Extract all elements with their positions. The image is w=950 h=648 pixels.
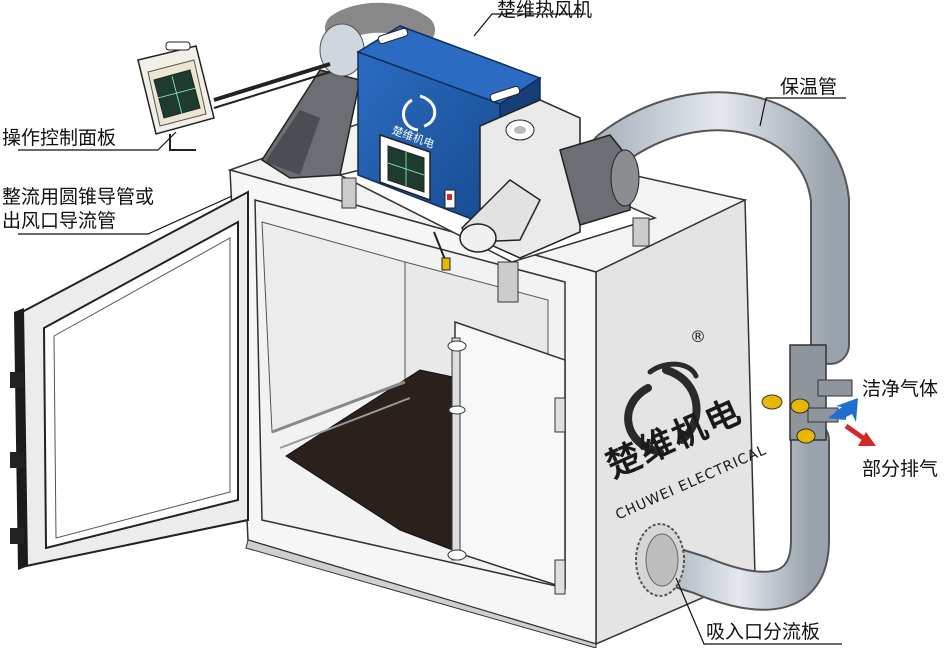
latch-2: [554, 559, 566, 595]
valve-2: [790, 398, 810, 414]
shelf-rail-2: [279, 397, 411, 449]
leader-heater: [473, 13, 586, 37]
heater-handle-2: [489, 85, 521, 103]
control-panel-handle: [165, 41, 191, 51]
door-hinge: [10, 372, 24, 388]
leader-intake: [675, 577, 842, 645]
hinge-post: [451, 337, 461, 561]
door-hinge-3: [10, 528, 24, 544]
latch: [554, 397, 566, 433]
t-branch-upper: [817, 379, 853, 397]
hinge-knob: [447, 340, 467, 352]
label-intake-plate: 吸入口分流板: [706, 621, 821, 643]
heater-handle: [377, 27, 409, 45]
door-hinge-2: [10, 452, 24, 468]
heater-foot-2: [632, 217, 650, 247]
cabinet-base: [245, 539, 597, 648]
valve-3: [796, 428, 816, 444]
open-door-window-inner: [53, 237, 231, 539]
label-nozzle-line1: 整流用圆锥导管或: [2, 186, 155, 208]
heater-foot-3: [341, 177, 357, 209]
label-clean-gas: 洁净气体: [862, 378, 939, 400]
sensor-probe: [441, 257, 451, 271]
heater-foot: [497, 261, 519, 303]
heater-logo-icon: [402, 94, 437, 132]
leader-insulated-pipe: [759, 97, 846, 127]
brand-logo-icon: [624, 361, 701, 456]
exhaust-arrow: [844, 423, 868, 443]
label-partial-exhaust: 部分排气: [862, 458, 939, 480]
shelf-rail: [271, 380, 406, 434]
label-nozzle-line2: 出风口导流管: [2, 210, 117, 232]
leader-nozzle: [18, 195, 233, 235]
label-control-panel: 操作控制面板: [2, 127, 117, 149]
valve: [761, 394, 783, 410]
brand-registered-mark: ®: [690, 327, 706, 346]
inner-right-door: [454, 320, 566, 590]
label-heater: 楚维热风机: [497, 0, 593, 21]
sensor-cable: [433, 231, 447, 263]
control-cable: [213, 62, 331, 102]
hinge-knob-3: [447, 549, 467, 561]
leader-control-panel-2: [157, 131, 177, 151]
hinge-knob-2: [448, 405, 466, 415]
label-insulated-pipe: 保温管: [780, 76, 838, 98]
